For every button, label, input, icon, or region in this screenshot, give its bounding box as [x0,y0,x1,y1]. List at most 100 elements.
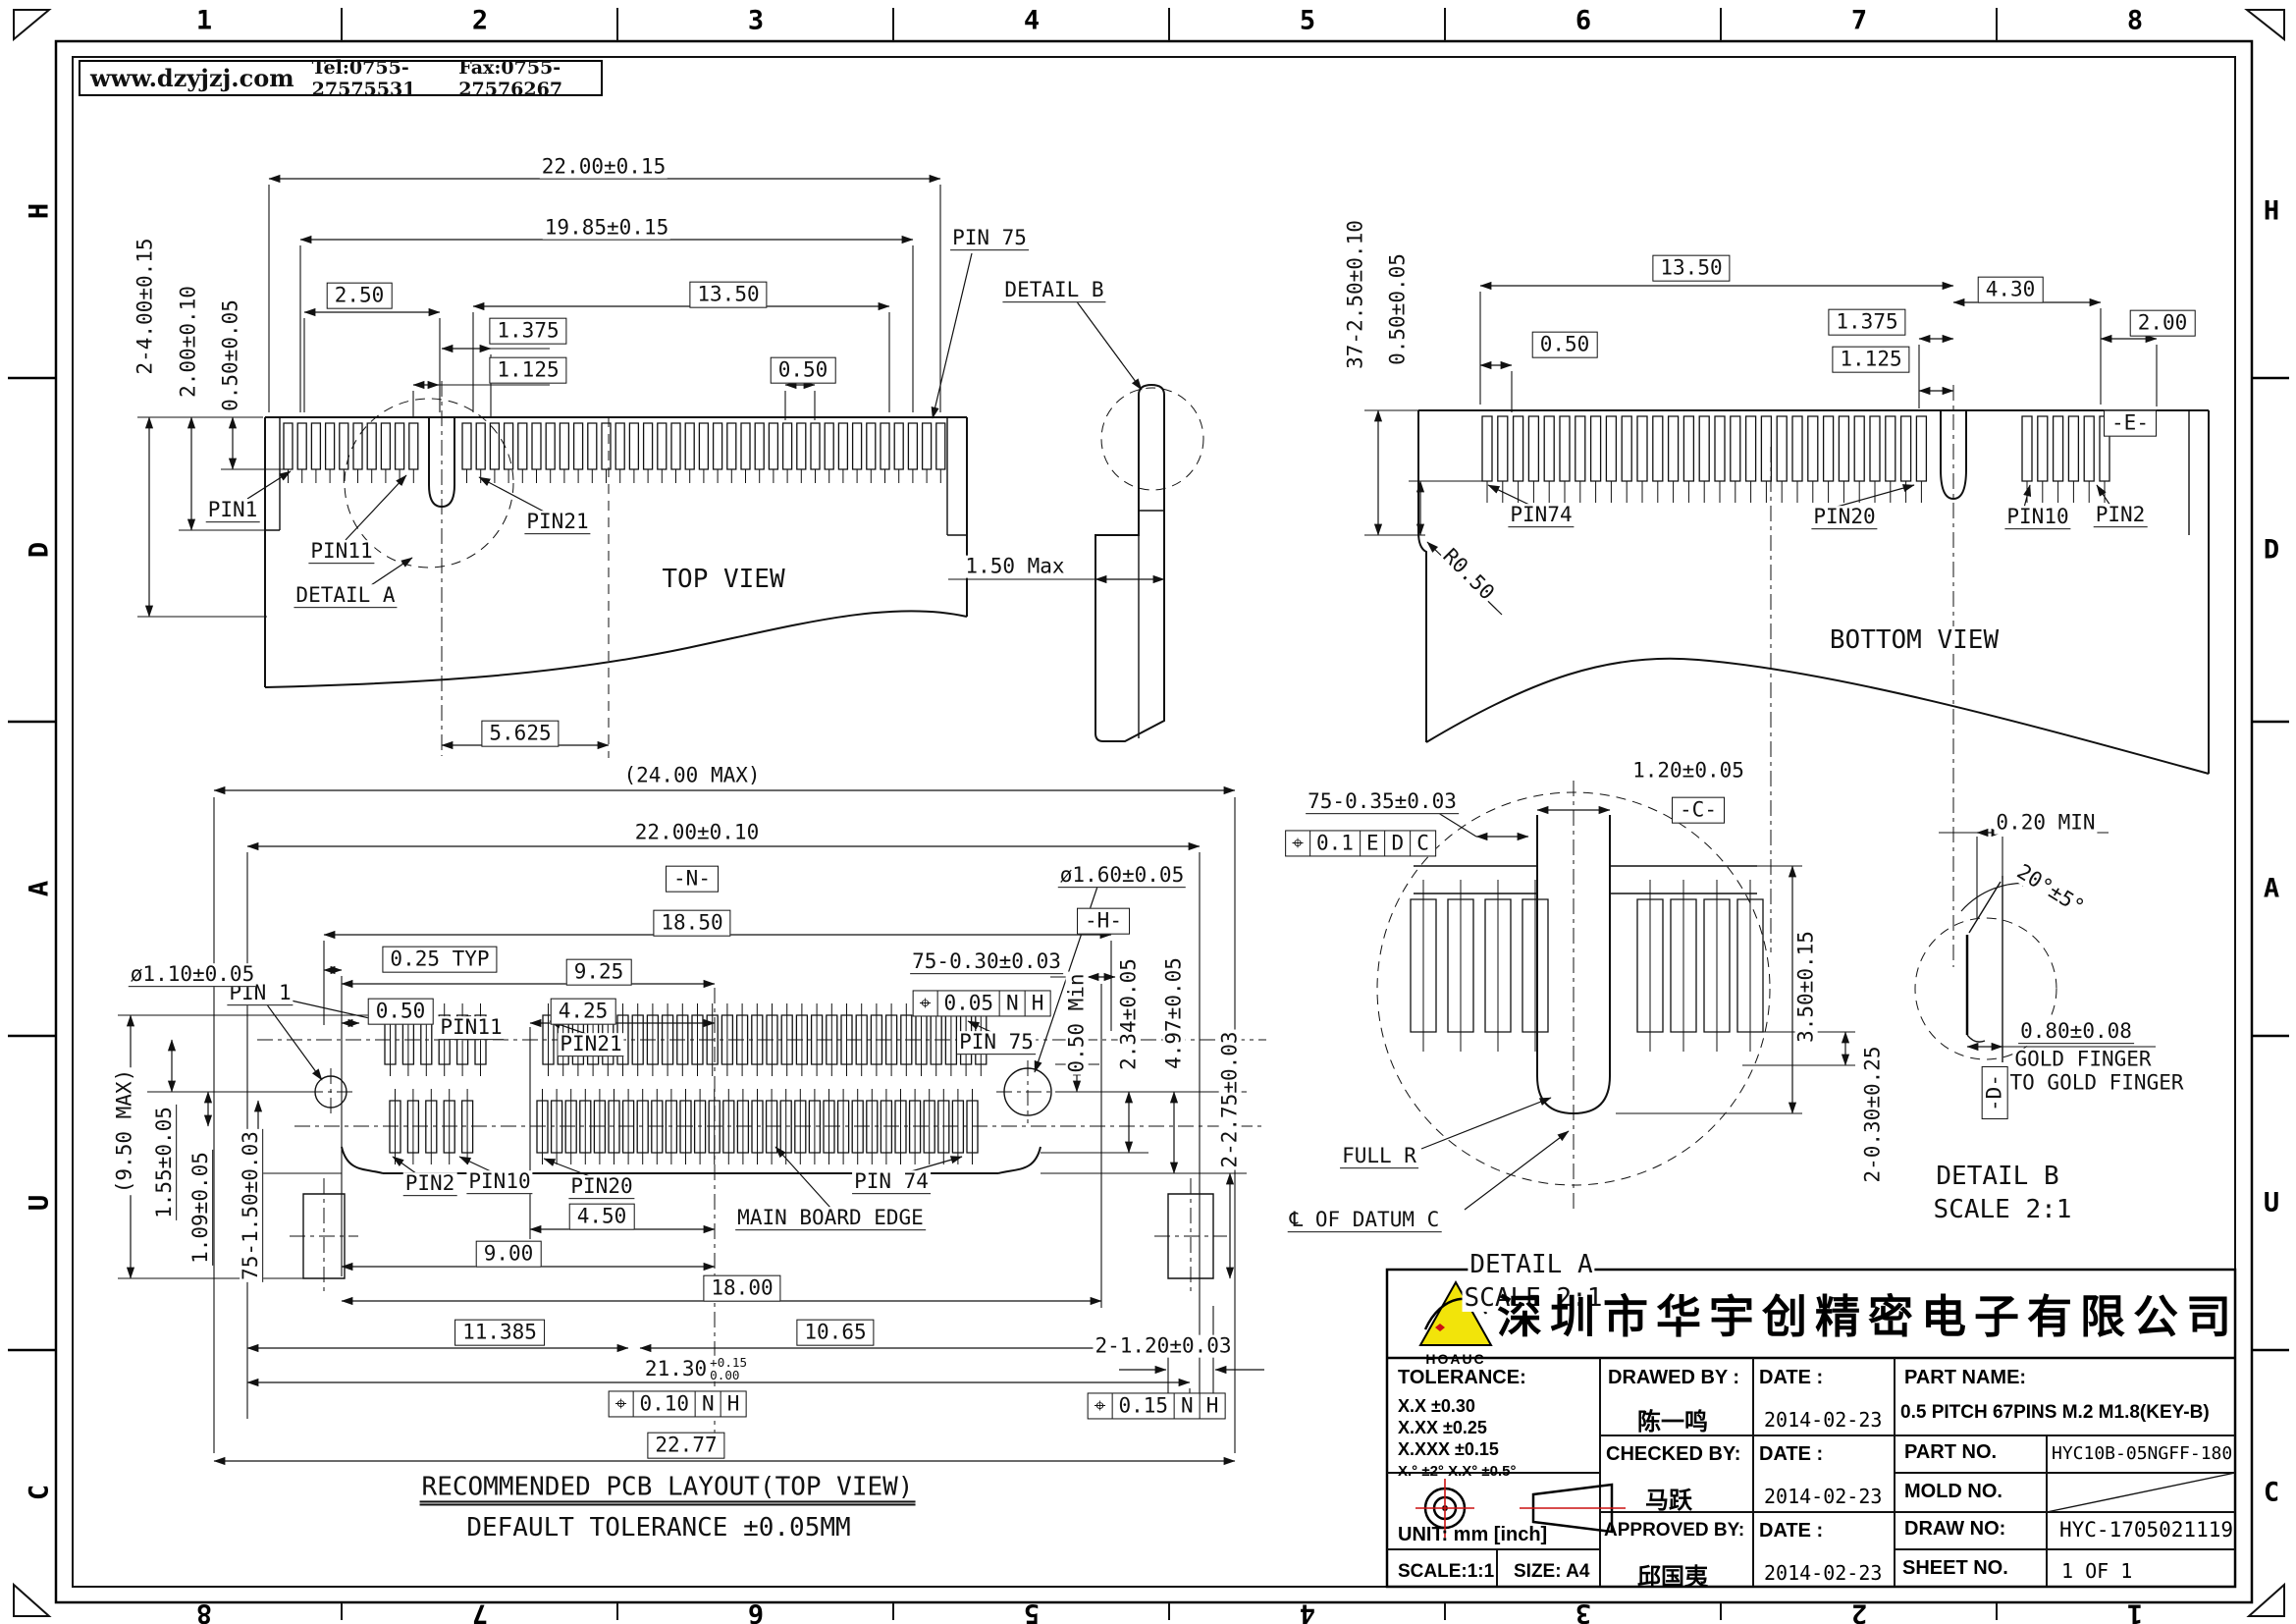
dim-label: -N- [666,865,719,893]
sheet-no-label: SHEET NO. [1902,1557,2008,1579]
gdt-cell: N [1175,1393,1201,1419]
pin-pad [1544,416,1554,481]
dim-label: 0.50 [770,356,836,384]
drawed-by-value: 陈一鸣 [1637,1409,1708,1435]
border-zone-label: 8 [2126,5,2144,36]
unit-label: UNIT: mm [inch] [1398,1524,1548,1545]
pin-pad [853,423,862,469]
part-no-value: HYC10B-05NGFF-180 [2052,1443,2233,1464]
pin-pad [1839,416,1848,481]
pin-pad [2084,416,2094,481]
dim-label: 75-0.30±0.03 [910,949,1063,974]
pin-pad [1498,416,1508,481]
dim-label: 2.00 [2129,309,2196,337]
pin-pad [1699,416,1709,481]
pin-pad [629,423,638,469]
date-label: DATE : [1759,1520,1824,1542]
dim-label: 1.20±0.05 [1630,758,1746,783]
pin-pad [1514,416,1523,481]
dim-label: 0.50±0.05 [218,298,242,413]
pin-pad [825,423,833,469]
dim-label: -H- [1077,907,1130,935]
pin-pad [908,423,917,469]
dim-label: PIN74 [1508,503,1575,527]
checked-by-label: CHECKED BY: [1606,1443,1741,1465]
pin-pad [1622,416,1631,481]
dim-label: 4.25 [550,998,616,1025]
border-zone-label: 5 [1023,1597,1041,1624]
approved-by-label: APPROVED BY: [1604,1520,1745,1541]
border-zone-label: 4 [1023,5,1041,36]
dim-label: 4.50 [568,1203,635,1230]
border-zone-label: C [24,1484,55,1501]
dim-label: 13.50 [689,281,768,308]
pin-pad [1683,416,1693,481]
dim-label: DETAIL A [1468,1249,1595,1279]
gdt-cell: N [1000,991,1026,1016]
pin-pad [1482,416,1492,481]
border-zone-label: A [2263,873,2280,904]
pin-pad [1761,416,1771,481]
dim-label: PIN2 [402,1171,457,1196]
part-no-label: PART NO. [1904,1441,1998,1463]
dim-label: DETAIL A [294,583,398,608]
approved-by-value: 邱国夷 [1637,1564,1708,1591]
pin-pad [1746,416,1756,481]
pin-pad [462,423,471,469]
pin-pad [1854,416,1864,481]
dim-label: 2-4.00±0.15 [133,236,157,377]
border-zone-label: D [2263,534,2280,566]
date-approved: 2014-02-23 [1764,1561,1883,1585]
dim-label: -C- [1672,796,1725,824]
pin-pad [1792,416,1802,481]
pin-pad [396,423,404,469]
pin-pad [1870,416,1880,481]
pin-pad [297,423,306,469]
border-zone-label: 7 [471,1597,489,1624]
pin-pad [353,423,362,469]
dim-label: 2.50 [326,282,393,309]
dim-label: 1.55±0.05 [152,1105,177,1220]
date-label: DATE : [1759,1367,1824,1388]
border-zone-label: 4 [1299,1597,1316,1624]
pin-pad [1528,416,1538,481]
pin-pad [1591,416,1601,481]
dim-label: BOTTOM VIEW [1827,624,2002,655]
gdt-cell: H [726,1391,740,1416]
border-zone-label: 5 [1299,5,1316,36]
dim-label: 0.50 Min [1064,971,1089,1075]
header-website: www.dzyjzj.com [90,64,294,92]
dim-label: PIN 1 [227,981,294,1005]
header-contact-bar: www.dzyjzj.com Tel:0755-27575531 Fax:075… [79,57,603,100]
dim-main: 21.30 [644,1356,708,1380]
pin-pad [644,423,653,469]
pin-pad [1886,416,1896,481]
dim-label: 4.30 [1977,276,2044,303]
pin-pad [783,423,792,469]
dim-label: 1.09±0.05 [188,1150,213,1266]
pin-pad [2068,416,2078,481]
dim-label: (24.00 MAX) [621,763,763,787]
dim-label: PIN 75 [950,226,1029,250]
pin-pad [311,423,320,469]
pin-pad [532,423,541,469]
dim-label: PIN11 [308,539,375,564]
dim-label: (9.50 MAX) [112,1066,136,1196]
pin-pad [755,423,764,469]
gdt-cell: 0.1 [1310,831,1361,856]
detail-b-linework [1915,828,2156,1062]
gdt-cell: ⌖ [610,1391,634,1417]
side-view-linework [948,300,1203,741]
dim-label: PIN21 [524,510,591,534]
border-zone-label: 3 [1575,1597,1592,1624]
pin-pad [602,423,611,469]
dim-label: 0.50 [367,998,434,1025]
tolerance-row: X.XXX ±0.15 [1398,1439,1499,1459]
part-name-label: PART NAME: [1904,1367,2027,1388]
dim-label: ø1.10±0.05 [128,962,257,987]
pcb-layout-linework [118,785,1266,1466]
border-zone-label: H [24,202,55,220]
